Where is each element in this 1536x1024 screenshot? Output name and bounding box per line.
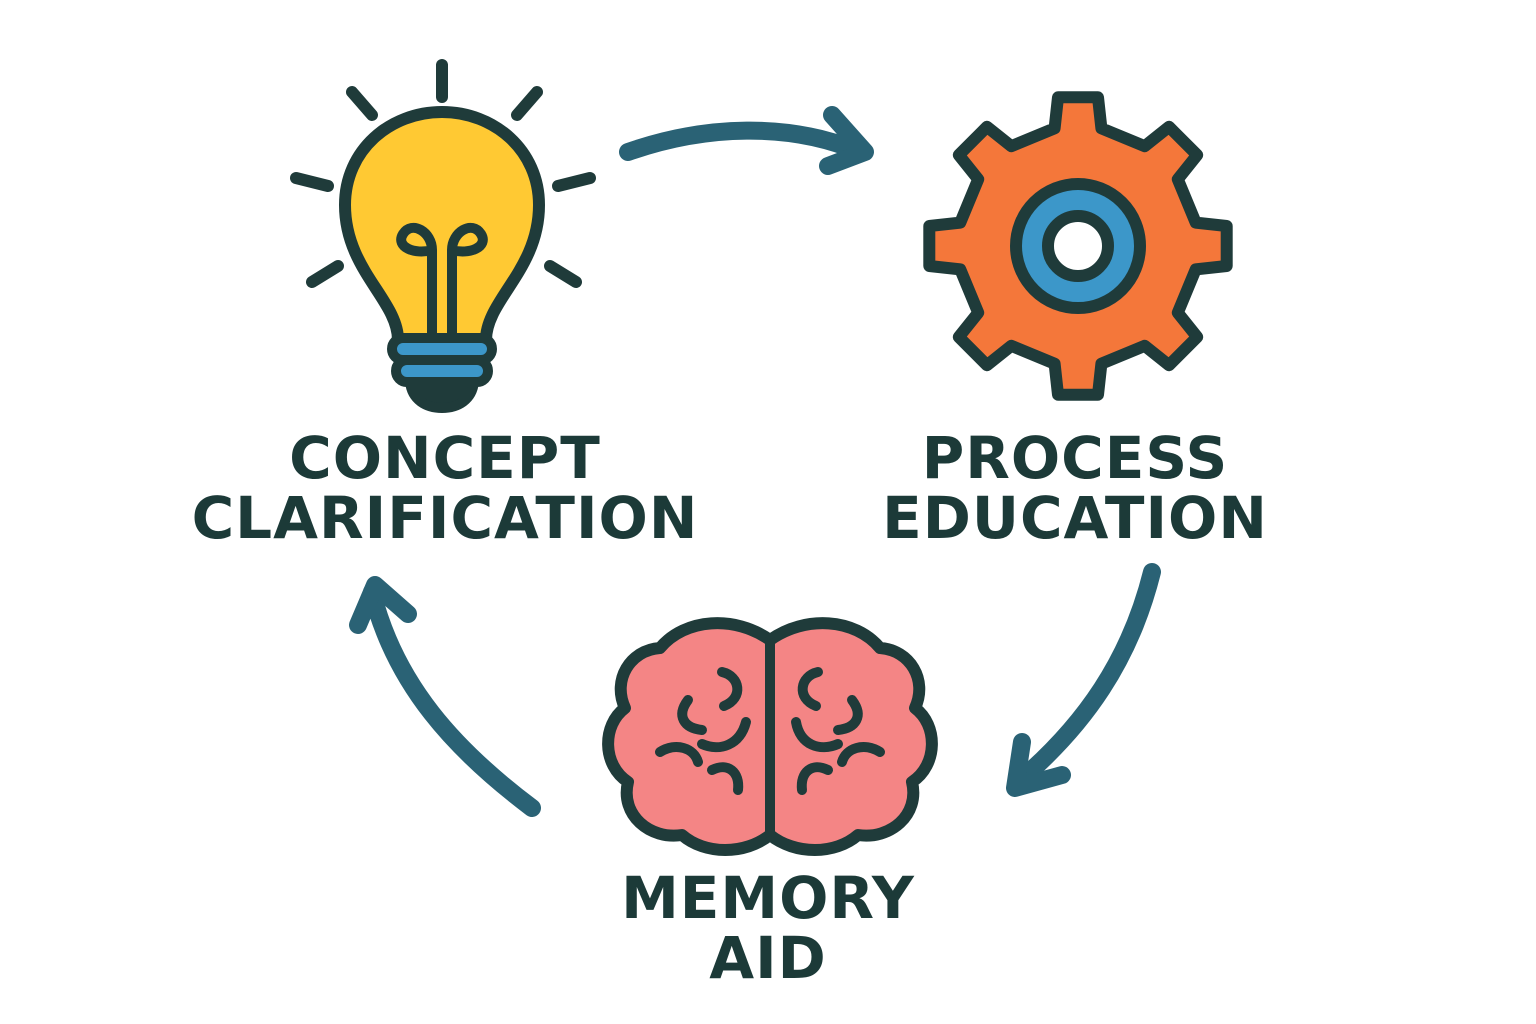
arrow-process-to-memory (1006, 563, 1161, 797)
arrow-concept-to-process (619, 106, 874, 175)
label-process-line-2: EDUCATION (882, 484, 1268, 552)
bulb-glass (339, 106, 545, 346)
arrow-memory-to-concept (349, 576, 541, 817)
light-rays (290, 59, 596, 288)
label-concept-line-2: CLARIFICATION (192, 484, 699, 552)
label-process-line-1: PROCESS (922, 424, 1229, 492)
lightbulb-icon (290, 59, 596, 413)
label-memory-line-2: AID (709, 924, 827, 992)
label-memory-line-1: MEMORY (621, 864, 915, 932)
label-concept-clarification: CONCEPT CLARIFICATION (192, 424, 699, 552)
label-process-education: PROCESS EDUCATION (882, 424, 1268, 552)
gear-hole (1042, 210, 1114, 282)
label-concept-line-1: CONCEPT (289, 424, 601, 492)
bulb-base (387, 333, 497, 413)
brain-folds (655, 633, 885, 847)
label-memory-aid: MEMORY AID (621, 864, 915, 992)
brain-icon (602, 617, 938, 856)
bulb-filament (396, 223, 488, 345)
gear-icon (923, 91, 1233, 401)
